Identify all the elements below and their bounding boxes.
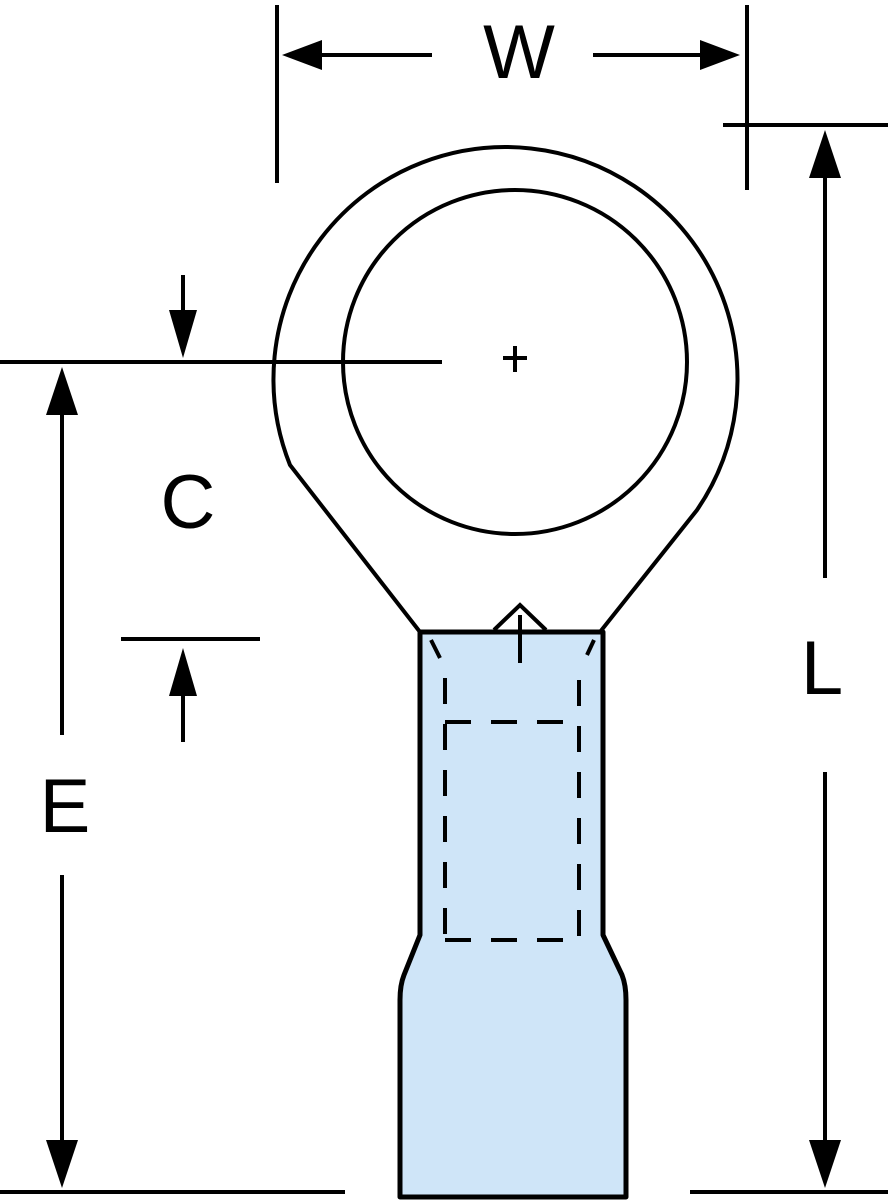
arrow-up-icon bbox=[169, 648, 197, 696]
ring-tongue bbox=[271, 145, 740, 634]
label-w: W bbox=[483, 10, 555, 95]
barrel-hidden-lines bbox=[443, 678, 581, 945]
label-l: L bbox=[801, 626, 843, 711]
outer-ring-outline bbox=[271, 145, 740, 634]
center-mark-icon bbox=[503, 346, 527, 372]
dimension-c bbox=[0, 275, 442, 742]
arrow-left-icon bbox=[282, 40, 322, 70]
neck-arrow-head bbox=[492, 602, 548, 632]
dimension-l bbox=[690, 123, 888, 1194]
chamfer-left bbox=[429, 639, 442, 659]
arrow-up-icon bbox=[46, 367, 78, 415]
insulation-sleeve bbox=[397, 602, 629, 1200]
arrow-up-icon bbox=[809, 130, 841, 178]
arrow-right-icon bbox=[700, 40, 740, 70]
dimension-w bbox=[275, 5, 749, 190]
arrow-down-icon bbox=[809, 1140, 841, 1188]
chamfer-right bbox=[585, 639, 596, 656]
label-c: C bbox=[161, 460, 216, 545]
dimension-e bbox=[0, 367, 345, 1194]
label-e: E bbox=[40, 764, 91, 849]
arrow-down-icon bbox=[169, 310, 197, 358]
arrow-down-icon bbox=[46, 1140, 78, 1188]
